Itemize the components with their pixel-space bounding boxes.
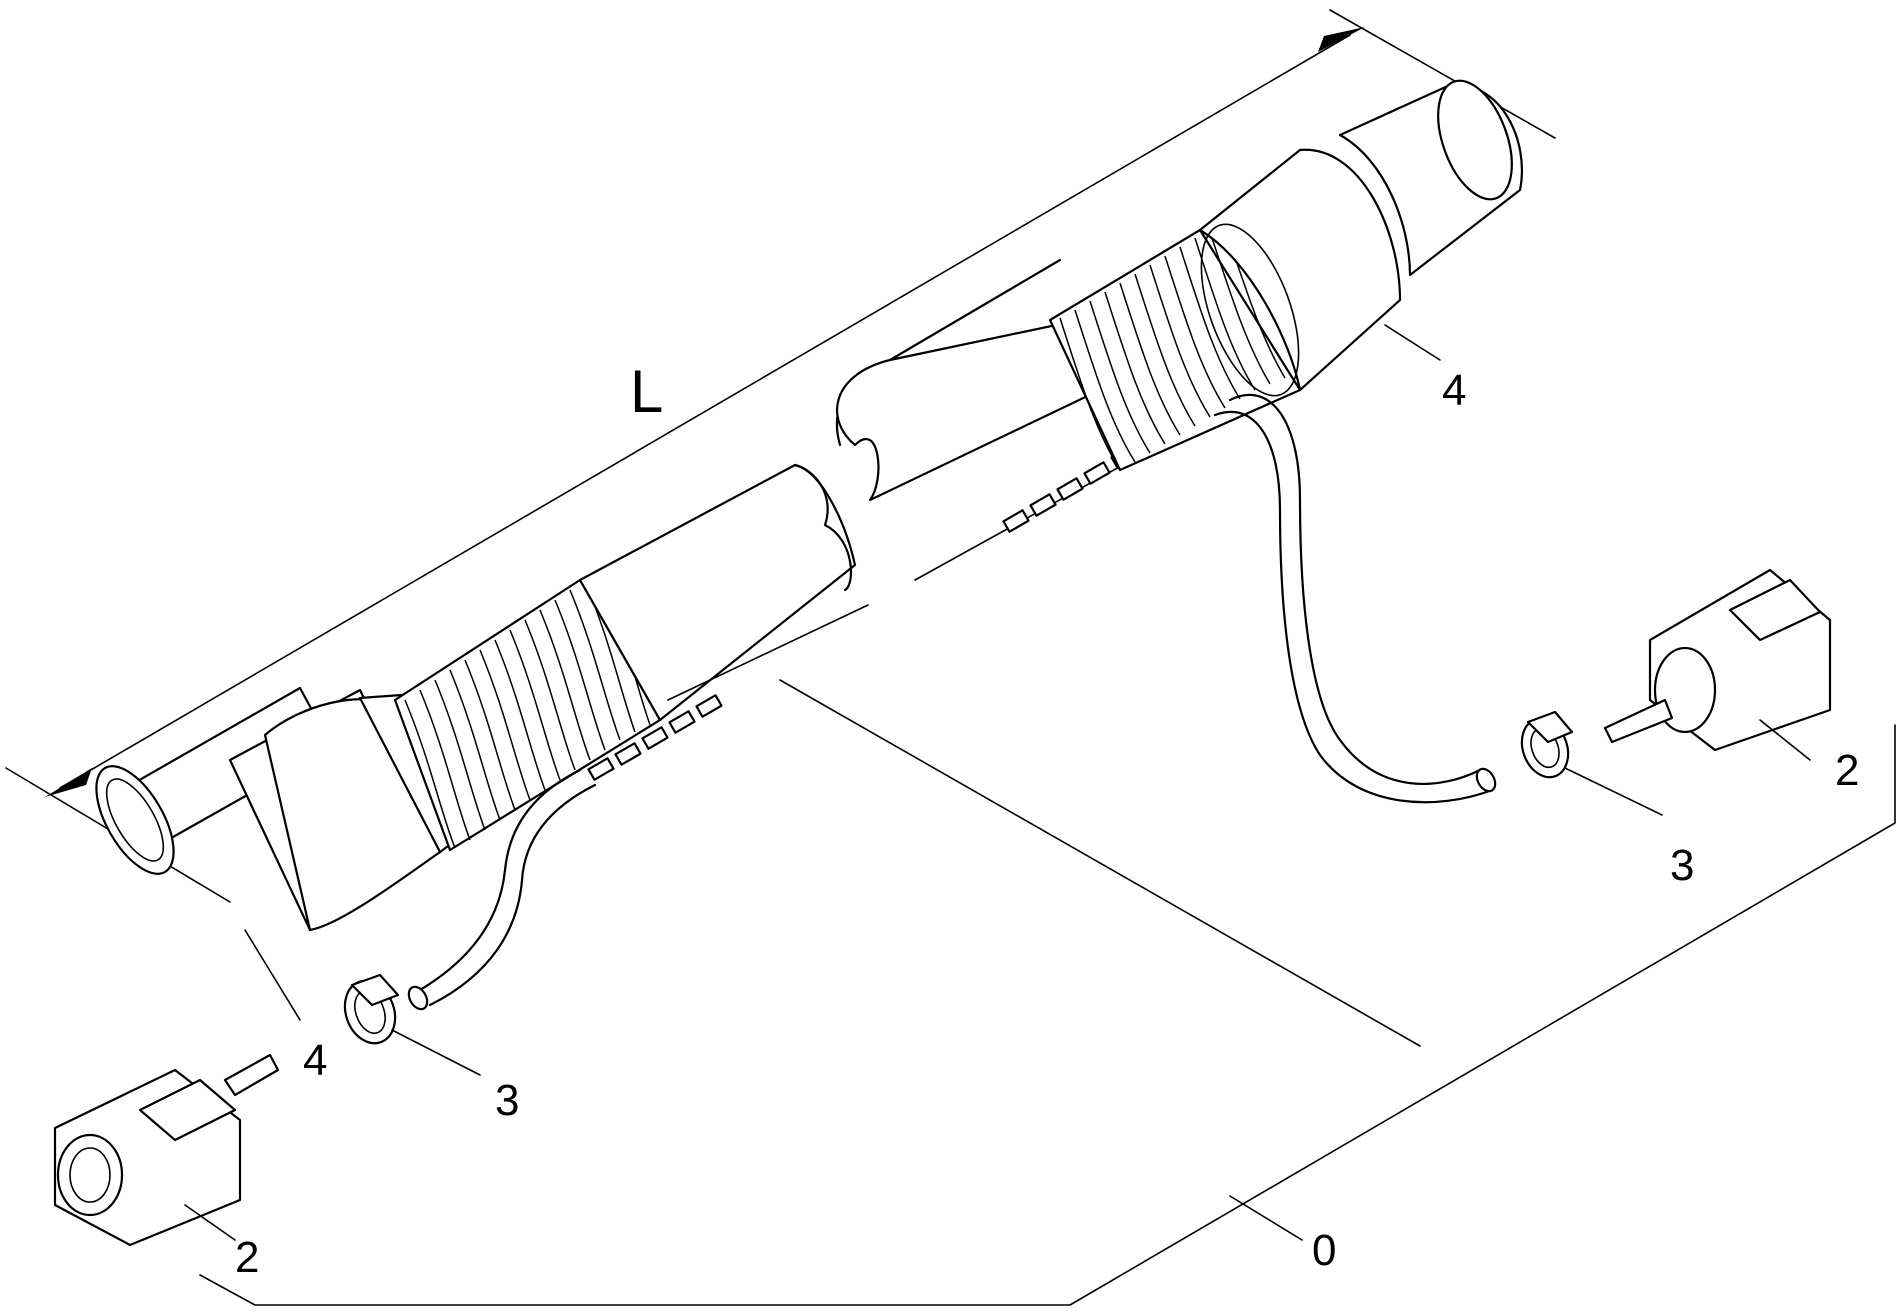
right-small-tube-a xyxy=(1228,393,1482,786)
right-cuff-rim xyxy=(1200,223,1300,397)
dimension-line xyxy=(59,34,1351,789)
sleeve-right-label: 4 xyxy=(1442,366,1466,415)
right-hose-ribs xyxy=(1059,227,1286,471)
left-pipe-inner-rim xyxy=(105,778,165,862)
clamp-left-leader xyxy=(391,1029,481,1076)
right-cuff-outer xyxy=(1198,148,1402,392)
right-small-tube-b xyxy=(1213,410,1494,804)
left-small-tube-end xyxy=(407,985,429,1011)
left-wire-segments xyxy=(587,694,723,781)
right-outer-hose xyxy=(835,318,1102,502)
clamp-left-tab xyxy=(350,973,400,1007)
clamp-right: 3 xyxy=(1520,710,1694,890)
left-pipe-mouth xyxy=(95,765,175,875)
left-hose-ribs xyxy=(404,574,661,849)
clamp-left-label: 3 xyxy=(495,1076,519,1125)
sleeve-left-label: 4 xyxy=(303,1036,327,1085)
right-small-tube-end xyxy=(1475,767,1497,793)
assembly-leader xyxy=(1229,1195,1303,1241)
arrow-right-icon xyxy=(1318,27,1365,52)
coupling-right-latch xyxy=(1728,578,1822,642)
coupling-left-barb xyxy=(223,1053,280,1097)
extension-line-right xyxy=(1329,9,1556,139)
left-hose-cut-edge xyxy=(793,463,853,592)
right-hose-wire xyxy=(914,449,1151,581)
coupling-right-label: 2 xyxy=(1835,746,1859,795)
left-small-tube-a xyxy=(418,768,582,992)
assembly-leader-upper xyxy=(779,679,1421,1047)
arrow-left-icon xyxy=(45,768,92,797)
clamp-left: 3 xyxy=(343,973,519,1125)
coupling-left-leader xyxy=(184,1204,236,1241)
right-pipe-mouth xyxy=(1437,79,1513,201)
hose-right-section xyxy=(835,79,1523,804)
sleeve-left-leader xyxy=(244,929,301,1021)
assembly-label: 0 xyxy=(1312,1226,1336,1275)
clamp-right-tab xyxy=(1526,710,1574,744)
coupling-right-leader xyxy=(1759,719,1811,761)
assembly-bracket: 0 xyxy=(199,679,1896,1306)
length-dimension: L xyxy=(5,9,1556,903)
coupling-left-bore xyxy=(69,1147,111,1203)
left-small-tube-b xyxy=(428,783,597,1007)
clamp-right-label: 3 xyxy=(1670,841,1694,890)
coupling-left-latch xyxy=(138,1078,237,1142)
left-hose-wire xyxy=(667,604,869,701)
sleeve-right-leader xyxy=(1384,324,1441,361)
coupling-right: 2 xyxy=(1603,568,1859,795)
hose-left-section xyxy=(95,463,869,1011)
clamp-right-leader xyxy=(1564,767,1663,816)
coupling-left-mouth xyxy=(56,1133,124,1217)
coupling-left-label: 2 xyxy=(235,1233,259,1282)
coupling-left: 2 xyxy=(53,1053,280,1282)
length-label: L xyxy=(630,358,663,425)
coupling-right-barb xyxy=(1603,698,1674,744)
assembly-bracket-line xyxy=(199,724,1896,1306)
